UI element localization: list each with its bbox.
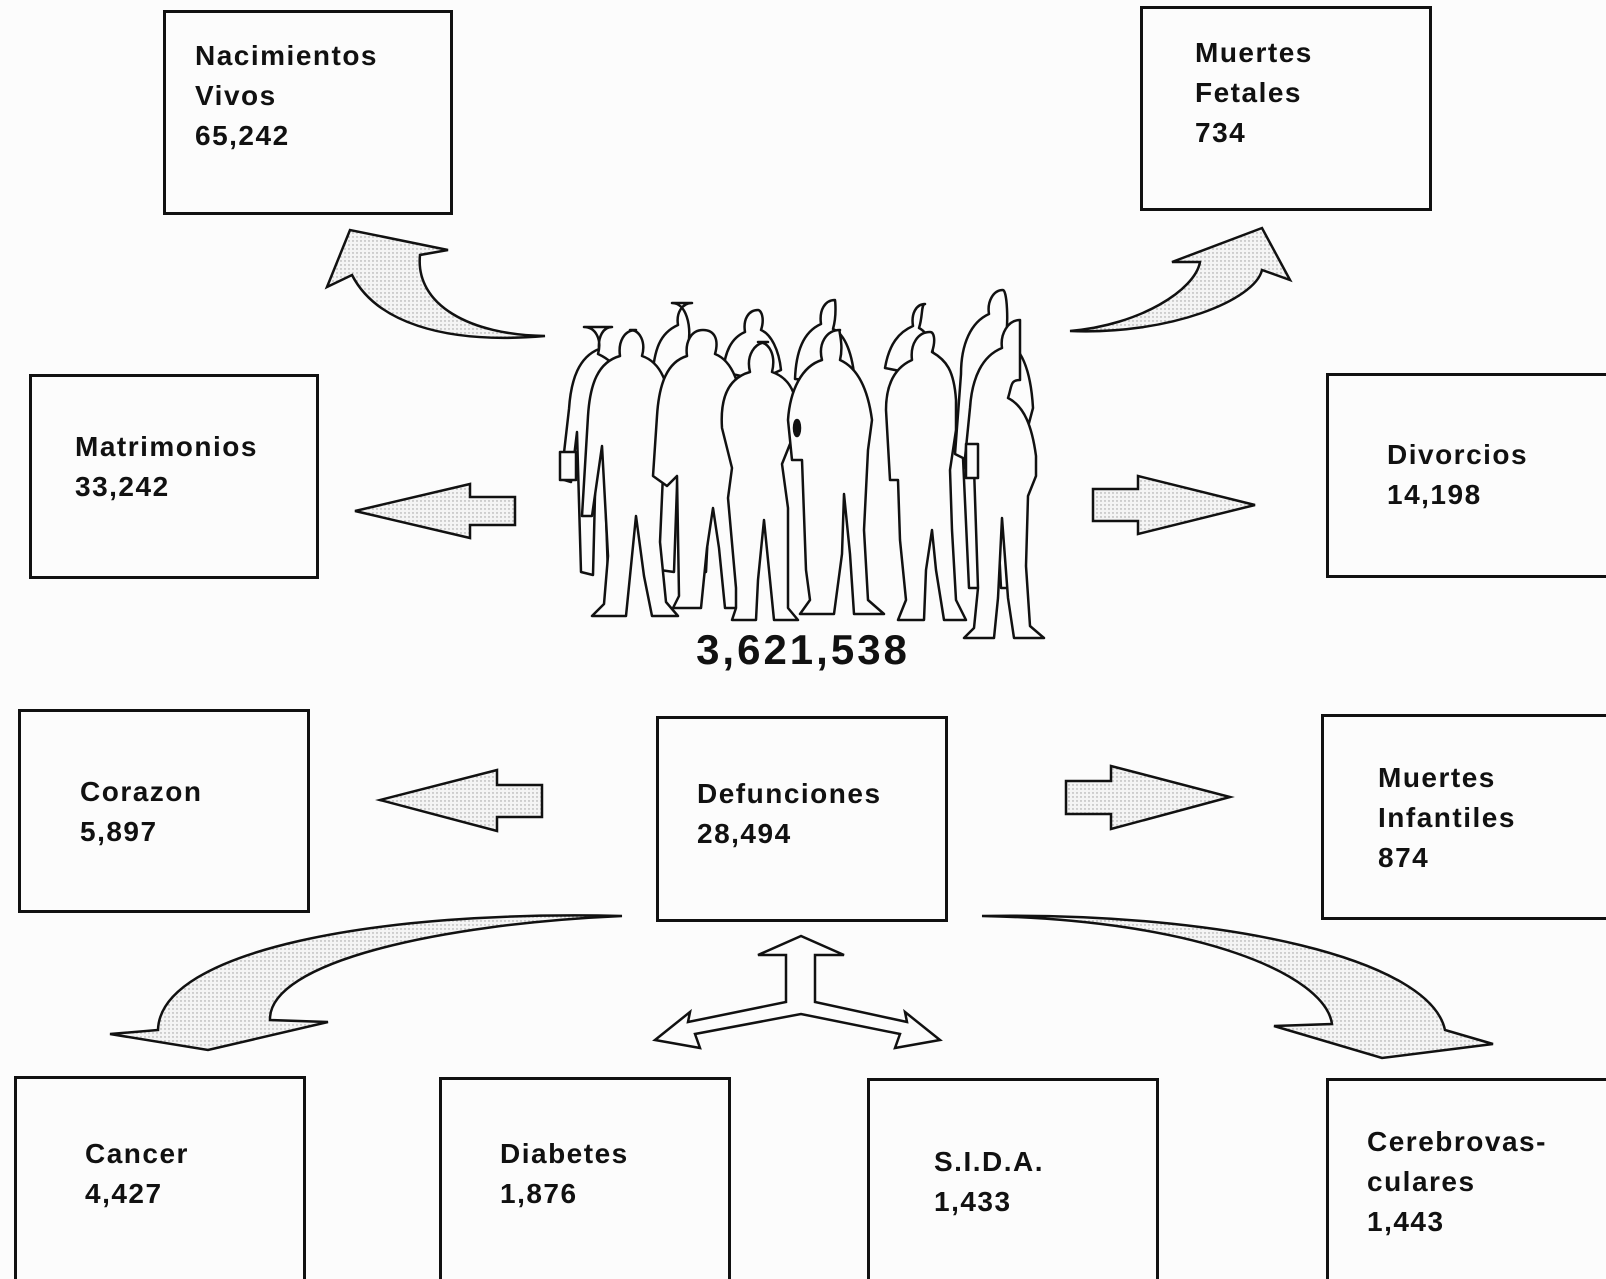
diabetes-value: 1,876 bbox=[500, 1178, 578, 1209]
label-diabetes: Diabetes 1,876 bbox=[500, 1134, 629, 1214]
label-cancer: Cancer 4,427 bbox=[85, 1134, 189, 1214]
nacimientos-value: 65,242 bbox=[195, 120, 290, 151]
arrow-matrimonios bbox=[354, 482, 517, 540]
curved-arrow-nacimientos bbox=[324, 228, 546, 340]
corazon-value: 5,897 bbox=[80, 816, 158, 847]
label-muertes-infantiles: Muertes Infantiles 874 bbox=[1378, 758, 1516, 878]
divorcios-value: 14,198 bbox=[1387, 479, 1482, 510]
box-cancer bbox=[14, 1076, 306, 1279]
population-total: 3,621,538 bbox=[696, 626, 910, 673]
label-matrimonios: Matrimonios 33,242 bbox=[75, 427, 258, 507]
label-corazon: Corazon 5,897 bbox=[80, 772, 203, 852]
crowd-silhouette-icon bbox=[558, 288, 1046, 640]
corazon-line1: Corazon bbox=[80, 776, 203, 807]
defunciones-value: 28,494 bbox=[697, 818, 792, 849]
box-defunciones bbox=[656, 716, 948, 922]
cancer-line1: Cancer bbox=[85, 1138, 189, 1169]
label-muertes-fetales: Muertes Fetales 734 bbox=[1195, 33, 1313, 153]
label-cerebrovasculares: Cerebrovas- culares 1,443 bbox=[1367, 1122, 1547, 1242]
box-muertes-infantiles bbox=[1321, 714, 1606, 920]
muertes-fetales-value: 734 bbox=[1195, 117, 1247, 148]
arrow-divorcios bbox=[1091, 474, 1256, 536]
muertes-infantiles-line2: Infantiles bbox=[1378, 802, 1516, 833]
matrimonios-value: 33,242 bbox=[75, 471, 170, 502]
nacimientos-line1: Nacimientos bbox=[195, 40, 378, 71]
muertes-fetales-line2: Fetales bbox=[1195, 77, 1302, 108]
three-way-arrow bbox=[652, 934, 943, 1050]
arrow-corazon bbox=[375, 768, 544, 833]
box-muertes-fetales bbox=[1140, 6, 1432, 211]
box-matrimonios bbox=[29, 374, 319, 579]
muertes-infantiles-line1: Muertes bbox=[1378, 762, 1496, 793]
cerebrovasculares-line2: culares bbox=[1367, 1166, 1476, 1197]
label-defunciones: Defunciones 28,494 bbox=[697, 774, 882, 854]
box-sida bbox=[867, 1078, 1159, 1279]
cerebrovasculares-value: 1,443 bbox=[1367, 1206, 1445, 1237]
sida-line1: S.I.D.A. bbox=[934, 1146, 1045, 1177]
curved-arrow-cerebrovasculares bbox=[981, 914, 1494, 1060]
box-cerebrovasculares bbox=[1326, 1078, 1606, 1279]
box-nacimientos-vivos bbox=[163, 10, 453, 215]
label-nacimientos-vivos: Nacimientos Vivos 65,242 bbox=[195, 36, 378, 156]
curved-arrow-muertes-fetales bbox=[1069, 226, 1293, 333]
box-corazon bbox=[18, 709, 310, 913]
label-sida: S.I.D.A. 1,433 bbox=[934, 1142, 1044, 1222]
nacimientos-line2: Vivos bbox=[195, 80, 277, 111]
muertes-infantiles-value: 874 bbox=[1378, 842, 1430, 873]
curved-arrow-cancer bbox=[109, 914, 623, 1052]
box-divorcios bbox=[1326, 373, 1606, 578]
diabetes-line1: Diabetes bbox=[500, 1138, 629, 1169]
cancer-value: 4,427 bbox=[85, 1178, 163, 1209]
sida-value: 1,433 bbox=[934, 1186, 1012, 1217]
cerebrovasculares-line1: Cerebrovas- bbox=[1367, 1126, 1547, 1157]
matrimonios-line1: Matrimonios bbox=[75, 431, 258, 462]
label-divorcios: Divorcios 14,198 bbox=[1387, 435, 1528, 515]
box-diabetes bbox=[439, 1077, 731, 1279]
muertes-fetales-line1: Muertes bbox=[1195, 37, 1313, 68]
arrow-muertes-infantiles bbox=[1064, 764, 1235, 831]
divorcios-line1: Divorcios bbox=[1387, 439, 1529, 470]
defunciones-line1: Defunciones bbox=[697, 778, 882, 809]
